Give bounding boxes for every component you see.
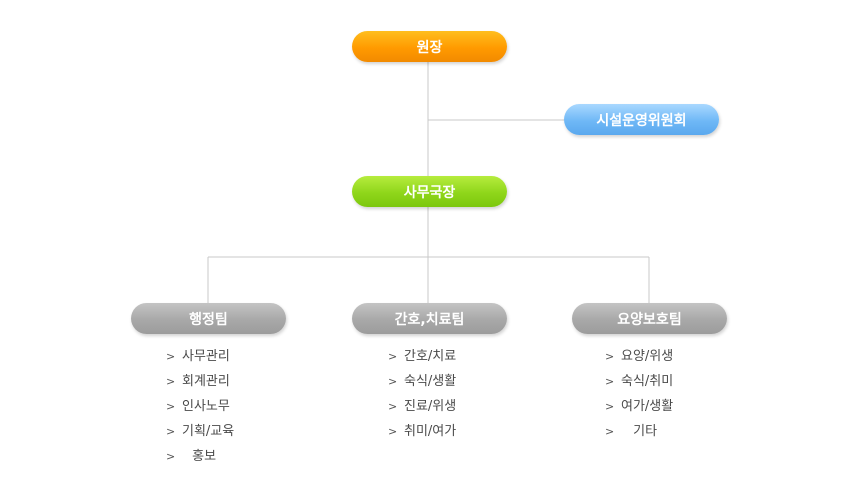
- duty-label: 기타: [629, 424, 658, 439]
- admin-duties-list: > 사무관리 > 회계관리 > 인사노무 > 기획/교육 > 홍보: [166, 344, 234, 469]
- duty-item: > 취미/여가: [388, 419, 456, 444]
- chevron-right-icon: >: [605, 375, 615, 388]
- duty-label: 간호/치료: [404, 349, 457, 364]
- duty-item: > 숙식/취미: [605, 369, 673, 394]
- chevron-right-icon: >: [388, 375, 398, 388]
- duty-label: 기획/교육: [182, 424, 235, 439]
- team-node-nursing: 간호,치료팀: [352, 303, 507, 334]
- duty-label: 진료/위생: [404, 399, 457, 414]
- duty-label: 여가/생활: [621, 399, 674, 414]
- care-duties-list: > 요양/위생 > 숙식/취미 > 여가/생활 > 기타: [605, 344, 673, 444]
- chevron-right-icon: >: [166, 450, 176, 463]
- director-label: 원장: [416, 39, 443, 56]
- duty-item: > 인사노무: [166, 394, 234, 419]
- duty-label: 취미/여가: [404, 424, 457, 439]
- duty-label: 사무관리: [182, 349, 230, 364]
- chevron-right-icon: >: [388, 350, 398, 363]
- duty-label: 숙식/생활: [404, 374, 457, 389]
- chevron-right-icon: >: [605, 350, 615, 363]
- chevron-right-icon: >: [605, 400, 615, 413]
- committee-node: 시설운영위원회: [564, 104, 719, 135]
- chevron-right-icon: >: [388, 400, 398, 413]
- chevron-right-icon: >: [166, 400, 176, 413]
- duty-item: > 숙식/생활: [388, 369, 456, 394]
- duty-item: > 홍보: [166, 444, 234, 469]
- duty-label: 요양/위생: [621, 349, 674, 364]
- chevron-right-icon: >: [166, 350, 176, 363]
- duty-item: > 여가/생활: [605, 394, 673, 419]
- duty-item: > 요양/위생: [605, 344, 673, 369]
- duty-item: > 진료/위생: [388, 394, 456, 419]
- duty-item: > 기타: [605, 419, 673, 444]
- chevron-right-icon: >: [166, 425, 176, 438]
- chevron-right-icon: >: [166, 375, 176, 388]
- team-node-admin: 행정팀: [131, 303, 286, 334]
- team-care-label: 요양보호팀: [617, 311, 682, 328]
- team-admin-label: 행정팀: [189, 311, 228, 328]
- duty-item: > 회계관리: [166, 369, 234, 394]
- secretary-general-label: 사무국장: [403, 184, 456, 201]
- chevron-right-icon: >: [388, 425, 398, 438]
- duty-item: > 간호/치료: [388, 344, 456, 369]
- duty-label: 숙식/취미: [621, 374, 674, 389]
- chevron-right-icon: >: [605, 425, 615, 438]
- duty-label: 홍보: [188, 449, 217, 464]
- secretary-general-node: 사무국장: [352, 176, 507, 207]
- duty-label: 회계관리: [182, 374, 230, 389]
- committee-label: 시설운영위원회: [596, 112, 687, 129]
- team-node-care: 요양보호팀: [572, 303, 727, 334]
- nursing-duties-list: > 간호/치료 > 숙식/생활 > 진료/위생 > 취미/여가: [388, 344, 456, 444]
- director-node: 원장: [352, 31, 507, 62]
- duty-label: 인사노무: [182, 399, 230, 414]
- duty-item: > 기획/교육: [166, 419, 234, 444]
- team-nursing-label: 간호,치료팀: [394, 311, 465, 328]
- duty-item: > 사무관리: [166, 344, 234, 369]
